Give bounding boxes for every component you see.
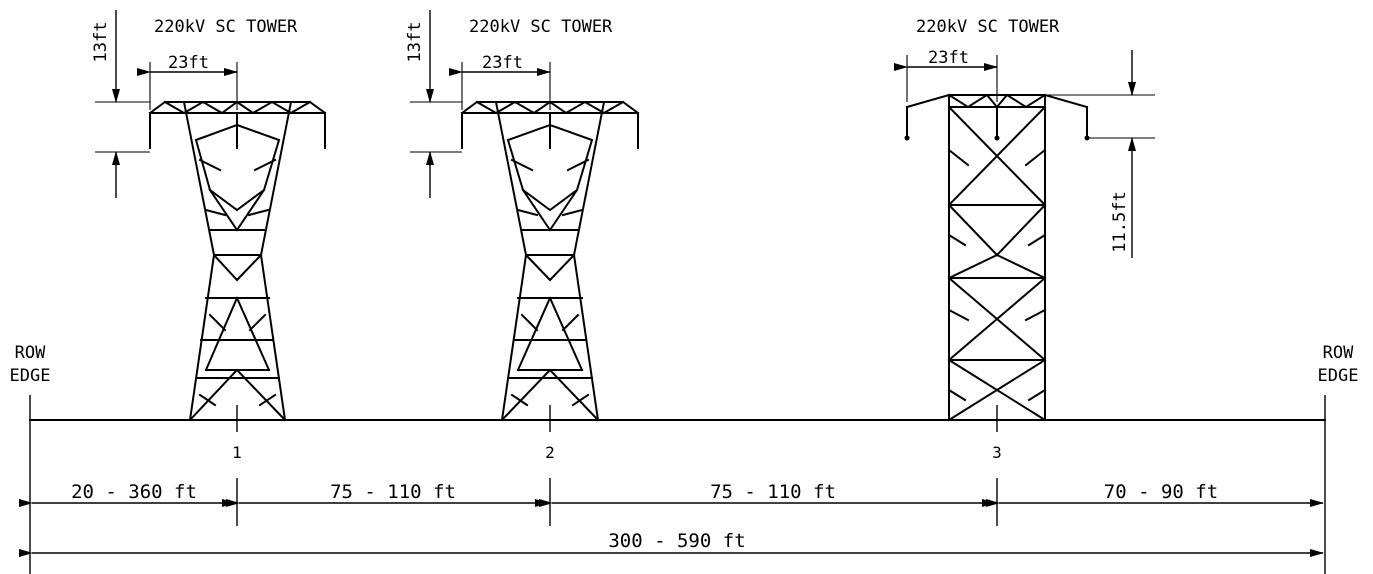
tower-3-vert-label: 11.5ft bbox=[1110, 191, 1130, 252]
row-edge-right-label-1: ROW bbox=[1323, 343, 1354, 363]
tower-3: 3 220kV SC TOWER 23ft 11.5ft bbox=[894, 17, 1155, 462]
tower-1: 1 220kV SC TOWER 23ft 13ft bbox=[91, 10, 327, 462]
tower-1-vert-label: 13ft bbox=[91, 22, 111, 63]
tower-2-structure bbox=[460, 100, 640, 422]
row-edge-left-label-2: EDGE bbox=[10, 366, 51, 386]
tower-3-number: 3 bbox=[992, 443, 1002, 462]
tower-2: 2 220kV SC TOWER 23ft 13ft bbox=[405, 10, 640, 462]
row-edge-right-label-2: EDGE bbox=[1318, 366, 1359, 386]
tower-2-title: 220kV SC TOWER bbox=[469, 17, 613, 37]
span-3-label: 75 - 110 ft bbox=[710, 481, 836, 503]
tower-3-width-label: 23ft bbox=[928, 48, 969, 68]
tower-2-number: 2 bbox=[545, 443, 555, 462]
span-2-label: 75 - 110 ft bbox=[330, 481, 456, 503]
tower-1-width-label: 23ft bbox=[168, 53, 209, 73]
span-4-label: 70 - 90 ft bbox=[1104, 481, 1218, 503]
tower-1-structure bbox=[148, 100, 327, 422]
span-1-label: 20 - 360 ft bbox=[71, 481, 197, 503]
tower-3-title: 220kV SC TOWER bbox=[916, 17, 1060, 37]
total-width-label: 300 - 590 ft bbox=[608, 530, 745, 552]
tower-3-conductor-left bbox=[904, 135, 910, 141]
tower-2-width-label: 23ft bbox=[482, 53, 523, 73]
tower-1-number: 1 bbox=[232, 443, 242, 462]
tower-3-conductor-middle bbox=[994, 135, 1000, 141]
tower-2-vert-label: 13ft bbox=[405, 22, 425, 63]
row-edge-left-label-1: ROW bbox=[15, 343, 46, 363]
tower-3-structure bbox=[905, 93, 1089, 422]
tower-1-title: 220kV SC TOWER bbox=[154, 17, 298, 37]
